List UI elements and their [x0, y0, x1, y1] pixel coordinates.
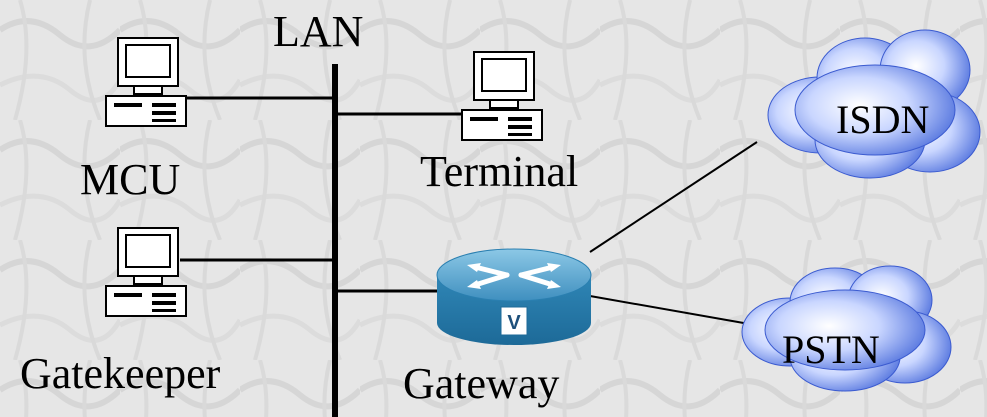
- gateway-router-icon: V: [436, 248, 592, 345]
- link-pstn: [589, 295, 756, 326]
- mcu-label: MCU: [80, 155, 181, 204]
- lan-label: LAN: [273, 7, 364, 56]
- pstn-cloud-icon: [741, 265, 952, 392]
- link-isdn: [589, 141, 758, 253]
- terminal-label: Terminal: [420, 147, 579, 196]
- gatekeeper-computer-icon: [105, 227, 187, 317]
- router-badge: V: [507, 312, 521, 334]
- isdn-cloud-icon: [767, 29, 981, 179]
- connection-lines: [180, 64, 758, 417]
- terminal-computer-icon: [461, 51, 543, 141]
- gateway-label: Gateway: [403, 359, 560, 408]
- isdn-label: ISDN: [836, 97, 930, 142]
- pstn-label: PSTN: [782, 327, 880, 372]
- mcu-computer-icon: [105, 37, 187, 127]
- gatekeeper-label: Gatekeeper: [20, 349, 221, 398]
